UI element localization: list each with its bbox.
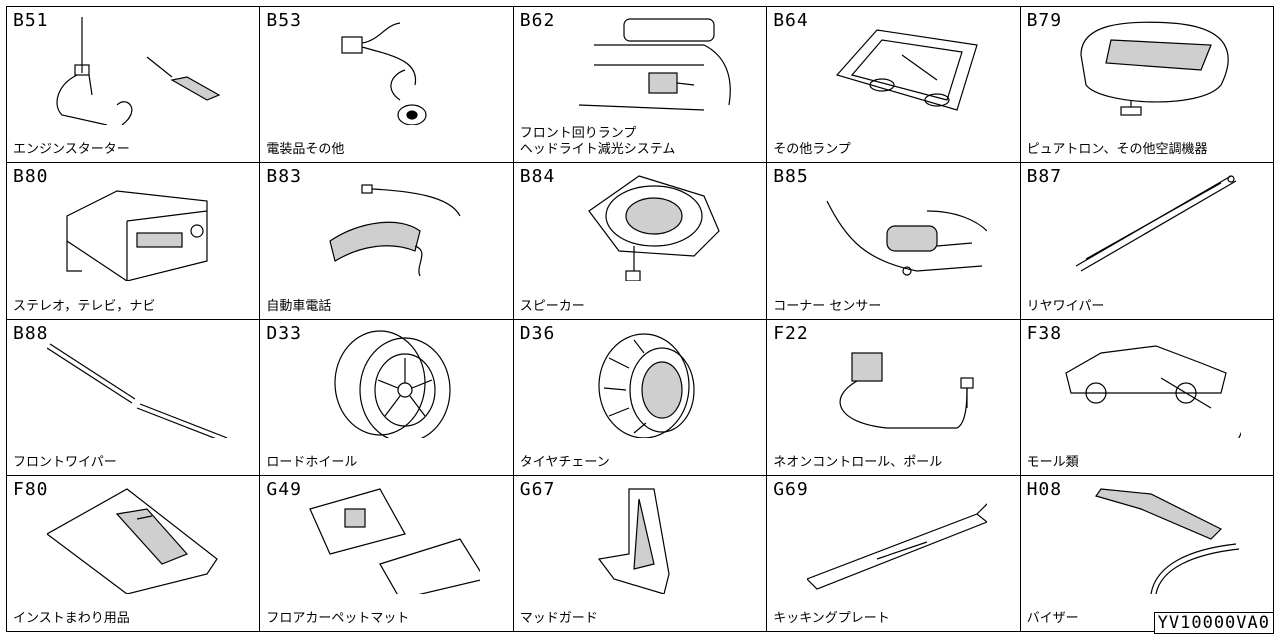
part-cell-b51[interactable]: B51 エンジンスターター (7, 7, 261, 164)
part-cell-g69[interactable]: G69 キッキングプレート (767, 475, 1021, 632)
part-label: スピーカー (519, 298, 585, 314)
part-cell-b85[interactable]: B85 コーナー センサー (767, 163, 1021, 320)
visor-icon (1094, 488, 1239, 594)
part-code: G49 (266, 478, 302, 500)
part-code: F22 (773, 322, 809, 344)
part-label: インストまわり用品 (13, 611, 130, 626)
part-code: F38 (1026, 322, 1063, 344)
tire-chain-icon (598, 332, 695, 438)
part-code: B53 (266, 10, 302, 31)
part-cell-b62[interactable]: B62 フロント回りランプ ヘッドライト減光システム (513, 7, 768, 164)
part-label: その他ランプ (773, 142, 851, 158)
front-lamp-icon (578, 18, 731, 111)
part-cell-b83[interactable]: B83 自動車電話 (260, 163, 514, 320)
part-cell-g49[interactable]: G49 フロアカーペットマット (260, 475, 514, 632)
part-cell-g67[interactable]: G67 マッドガード (513, 475, 768, 632)
part-label: エンジンスターター (13, 142, 130, 158)
part-label: ステレオ，テレビ，ナビ (13, 298, 156, 314)
part-code: B84 (519, 166, 556, 188)
part-code: B79 (1026, 10, 1063, 31)
road-wheel-icon (334, 329, 451, 438)
molding-icon (1064, 344, 1241, 438)
part-cell-b53[interactable]: B53 電装品その他 (260, 7, 514, 164)
part-cell-b80[interactable]: B80 ステレオ，テレビ，ナビ (7, 163, 261, 320)
part-label: ネオンコントロール、ポール (773, 454, 943, 470)
part-code: B80 (13, 166, 49, 188)
part-label: フロアカーペットマット (266, 611, 410, 626)
instrument-panel-icon (47, 488, 218, 594)
part-label: フロント回りランプ ヘッドライト減光システム (519, 126, 676, 158)
part-label: ロードホイール (266, 454, 358, 470)
part-code: B88 (13, 322, 49, 344)
part-code: B83 (266, 166, 302, 188)
part-code: D36 (519, 322, 556, 344)
part-cell-f80[interactable]: F80 インストまわり用品 (7, 475, 261, 632)
part-label: キッキングプレート (773, 611, 890, 626)
part-label: 自動車電話 (266, 298, 332, 314)
part-code: B64 (773, 10, 809, 31)
floor-mat-icon (309, 488, 481, 594)
part-cell-f22[interactable]: F22 ネオンコントロール、ポール (767, 319, 1021, 476)
part-label: フロントワイパー (13, 454, 117, 470)
neon-control-icon (839, 351, 974, 429)
part-code: B87 (1026, 166, 1063, 188)
part-cell-b88[interactable]: B88 フロントワイパー (7, 319, 261, 476)
car-phone-icon (329, 184, 461, 277)
interior-lamp-icon (836, 29, 978, 111)
part-code: H08 (1026, 478, 1063, 500)
part-cell-b84[interactable]: B84 スピーカー (513, 163, 768, 320)
part-label: リヤワイパー (1026, 298, 1105, 314)
part-code: G67 (519, 478, 556, 500)
part-label: 電装品その他 (266, 142, 345, 158)
front-wiper-icon (47, 342, 227, 438)
rear-wiper-icon (1075, 175, 1236, 272)
electrical-parts-icon (341, 22, 427, 125)
parts-index-grid: B51 エンジンスターター B53 電装品その他 B62 (6, 6, 1274, 632)
part-cell-d33[interactable]: D33 ロードホイール (260, 319, 514, 476)
part-cell-b87[interactable]: B87 リヤワイパー (1020, 163, 1274, 320)
part-label: モール類 (1026, 454, 1079, 470)
part-cell-b79[interactable]: B79 ピュアトロン、その他空調機器 (1020, 7, 1274, 164)
part-code: B51 (13, 10, 49, 31)
air-purifier-icon (1079, 21, 1229, 116)
part-cell-f38[interactable]: F38 モール類 (1020, 319, 1274, 476)
part-label: コーナー センサー (773, 298, 882, 314)
part-label: タイヤチェーン (519, 454, 610, 470)
part-label: バイザー (1026, 611, 1079, 626)
kicking-plate-icon (807, 502, 988, 590)
part-code: F80 (13, 478, 49, 500)
mud-guard-icon (597, 488, 670, 594)
part-cell-d36[interactable]: D36 タイヤチェーン (513, 319, 768, 476)
part-label: マッドガード (519, 611, 598, 626)
corner-sensor-icon (826, 200, 988, 276)
part-code: D33 (266, 322, 302, 344)
part-code: B85 (773, 166, 809, 188)
part-code: B62 (519, 10, 556, 31)
remote-starter-icon (56, 17, 221, 125)
part-cell-h08[interactable]: H08 バイザー (1020, 475, 1274, 632)
part-cell-b64[interactable]: B64 その他ランプ (767, 7, 1021, 164)
part-code: G69 (773, 478, 809, 500)
reference-code: YV10000VA0 (1153, 612, 1274, 634)
stereo-icon (66, 190, 208, 282)
speaker-icon (587, 175, 720, 282)
part-label: ピュアトロン、その他空調機器 (1026, 142, 1208, 158)
